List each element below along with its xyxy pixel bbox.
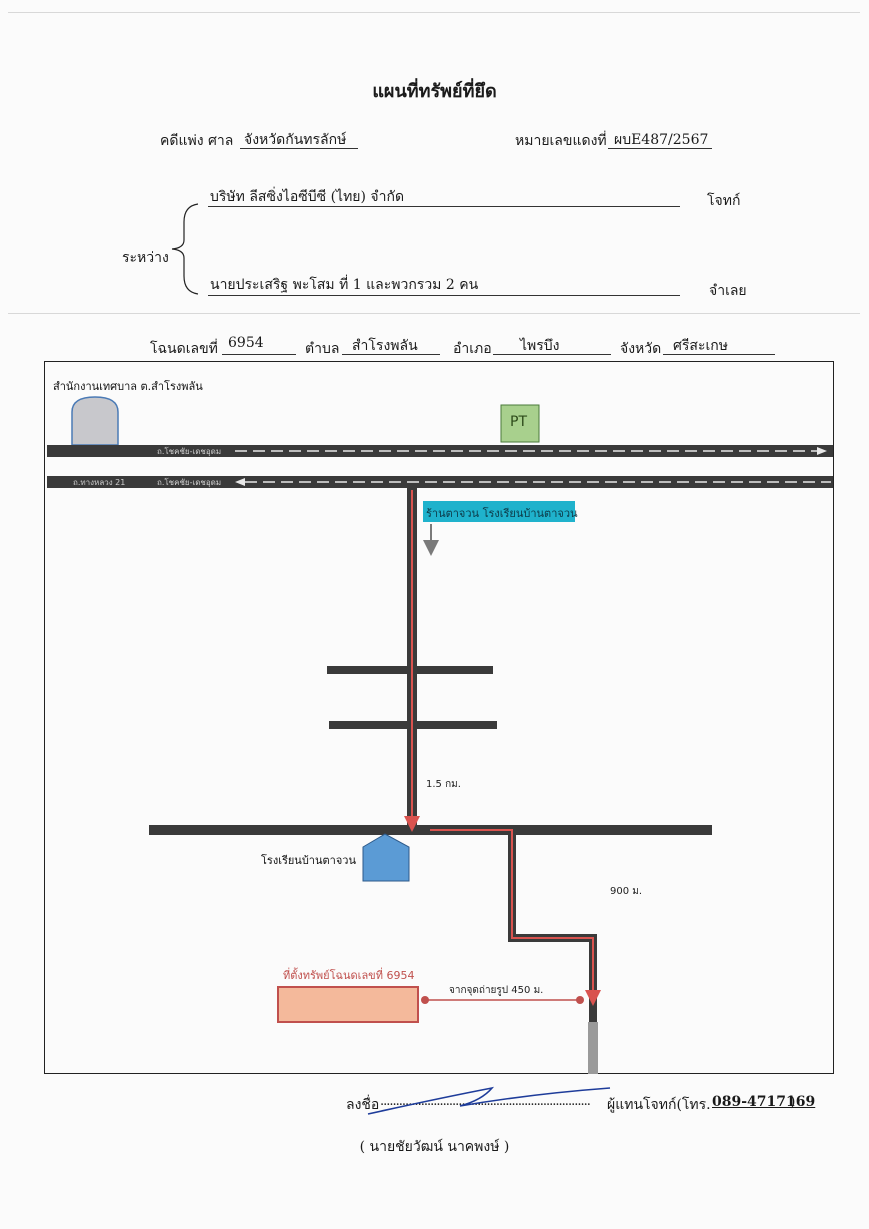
signer-role-end: ) [790, 1094, 796, 1110]
red-no-value: ผบE487/2567 [614, 132, 709, 148]
property-label: ที่ตั้งทรัพย์โฉนดเลขที่ 6954 [283, 969, 415, 982]
distance-1-label: 1.5 กม. [426, 779, 461, 790]
road-bottom-label-1: ถ.ทางหลวง 21 [73, 478, 126, 487]
court-value: จังหวัดกันทรลักษ์ [244, 132, 347, 148]
pt-label: PT [510, 414, 527, 430]
plaintiff-name: บริษัท ลีสซิ่งไอซีบีซี (ไทย) จำกัด [210, 189, 405, 205]
subdistrict-value: สำโรงพลัน [352, 338, 418, 354]
subdistrict-underline [342, 354, 440, 355]
school-building-icon [362, 833, 410, 882]
district-label: อำเภอ [453, 341, 492, 357]
signature-scribble [367, 1086, 611, 1115]
signer-name: ( นายชัยวัฒน์ นาคพงษ์ ) [359, 1139, 510, 1155]
sign-label: ลงชื่อ [346, 1097, 380, 1113]
plaintiff-underline [208, 206, 680, 207]
deed-label: โฉนดเลขที่ [150, 341, 218, 357]
office-label: สำนักงานเทศบาล ต.สำโรงพลัน [53, 380, 203, 393]
junction-box [423, 501, 575, 522]
road-bottom-label-2: ถ.โชคชัย-เดชอุดม [157, 478, 222, 487]
province-value: ศรีสะเกษ [673, 338, 728, 354]
signer-phone: 089-4717169 [712, 1094, 816, 1110]
between-label: ระหว่าง [122, 250, 169, 266]
scan-line [8, 12, 860, 13]
defendant-name: นายประเสริฐ พะโสม ที่ 1 และพวกรวม 2 คน [210, 277, 479, 293]
red-no-label: หมายเลขแดงที่ [515, 133, 607, 149]
province-label: จังหวัด [620, 341, 662, 357]
school-label: โรงเรียนบ้านตาจวน [261, 854, 356, 867]
junction-label: ร้านตาจวน โรงเรียนบ้านตาจวน [426, 507, 578, 520]
scan-line [8, 313, 860, 314]
property-box [277, 986, 419, 1023]
court-underline [240, 148, 358, 149]
defendant-underline [208, 295, 680, 296]
district-value: ไพรบึง [520, 338, 560, 354]
route-line-2 [430, 829, 601, 1006]
brace-icon [171, 203, 199, 295]
direction-arrow-icon [235, 478, 245, 486]
distance-3-label: จากจุดถ่ายรูป 450 ม. [449, 985, 544, 996]
defendant-role: จำเลย [709, 283, 747, 299]
distance-dot [576, 996, 584, 1004]
district-underline [493, 354, 611, 355]
pt-station-box [500, 404, 540, 443]
plaintiff-role: โจทก์ [707, 193, 741, 209]
red-no-underline [608, 148, 712, 149]
direction-arrow-icon [817, 447, 827, 455]
location-map: สำนักงานเทศบาล ต.สำโรงพลัน PT ถ.โชคชัย-เ… [44, 361, 834, 1074]
case-label: คดีแพ่ง ศาล [160, 133, 234, 149]
distance-dot [421, 996, 429, 1004]
road-extension [588, 1022, 598, 1074]
page-title: แผนที่ทรัพย์ที่ยึด [372, 81, 497, 102]
road-top-label: ถ.โชคชัย-เดชอุดม [157, 447, 222, 456]
map-canvas [47, 396, 833, 1074]
office-building-icon [71, 396, 119, 446]
province-underline [663, 354, 775, 355]
deed-value: 6954 [228, 335, 264, 351]
deed-underline [222, 354, 296, 355]
signer-role: ผู้แทนโจทก์(โทร. [607, 1097, 711, 1113]
distance-2-label: 900 ม. [610, 886, 643, 897]
subdistrict-label: ตำบล [305, 341, 340, 357]
